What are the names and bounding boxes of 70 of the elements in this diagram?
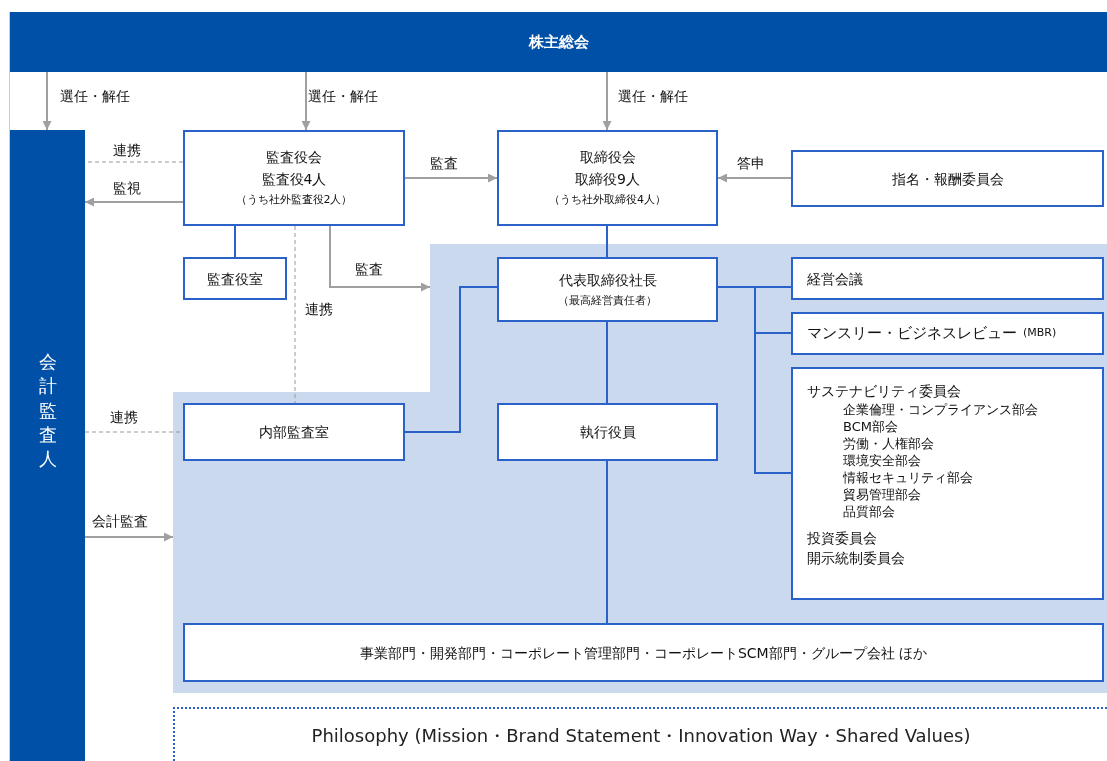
edge-label: 選任・解任 [618,87,688,106]
edge-label: 監査 [430,154,458,173]
connector-line [234,225,236,258]
node-label: 取締役会 [579,148,636,167]
org-box [183,257,287,300]
connector-line [404,286,498,433]
node-label: 監査役会 [266,148,322,167]
edge-label: 会計監査 [92,512,148,531]
connector-line [606,321,608,404]
node-label: 経営会議 [807,269,863,289]
node-label: 内部監査室 [259,423,329,442]
sub-committee-text: 労働・人権部会 [842,435,934,452]
edge-label: 連携 [305,300,333,319]
philosophy-text: Philosophy (Mission・Brand Statement・Innovation Way・Shared Values) [311,723,971,748]
connector-line [606,460,608,624]
sub-committee-text: BCM部会 [842,418,898,435]
arrow [84,532,174,542]
arrow [404,173,498,183]
arrow [602,71,612,131]
org-box [183,623,1104,682]
edge-label: 連携 [110,408,138,427]
region-background [173,244,1107,693]
edge-label: 連携 [113,141,141,160]
connector-line [606,225,608,258]
auditor-bar [10,130,85,761]
node-label: マンスリー・ビジネスレビュー [807,323,1017,345]
node-label: 取締役9人 [575,170,640,189]
node-label: 監査役室 [207,269,263,289]
note-text: （最高経営責任者） [558,292,657,309]
abbreviation-text: (MBR) [1023,325,1057,342]
org-box [791,312,1104,355]
org-box [497,130,718,226]
sub-committee-text: 貿易管理部会 [842,486,921,503]
dotted-box [173,707,1107,761]
edge-label: 監視 [113,179,141,198]
sub-committee-text: 環境安全部会 [842,452,921,469]
org-box [497,257,718,322]
org-box [183,130,405,226]
sub-committee-text: 企業倫理・コンプライアンス部会 [842,401,1038,418]
org-box [791,367,1104,600]
node-label: 代表取締役社長 [558,270,657,290]
committee-text: サステナビリティ委員会 [807,382,961,401]
org-box [183,403,405,461]
node-label: 指名・報酬委員会 [891,169,1004,189]
note-text: （うち社外監査役2人） [235,192,353,208]
edge-label: 監査 [355,260,383,279]
connector-line [717,286,792,474]
node-label: 執行役員 [579,423,636,442]
committee-text: 開示統制委員会 [807,549,905,568]
sub-committee-text: 品質部会 [842,503,895,520]
title-text: 株主総会 [528,31,589,53]
header-band [10,12,1107,72]
node-label: 監査役4人 [261,170,327,189]
edge-label: 選任・解任 [60,87,130,106]
arrow [717,173,792,183]
edge-label: 選任・解任 [308,87,378,106]
committee-text: 投資委員会 [807,529,877,548]
arrow [84,197,184,207]
dashed-line [294,225,296,404]
arrow [329,225,431,292]
sub-committee-text: 情報セキュリティ部会 [842,469,973,486]
org-box [497,403,718,461]
arrow [42,71,52,131]
node-label: 事業部門・開発部門・コーポレート管理部門・コーポレートSCM部門・グループ会社 ほか [359,643,928,663]
edge-label: 答申 [737,154,765,173]
org-box [791,150,1104,207]
vertical-text: 会計監査人 [38,350,57,472]
arrow [301,71,311,131]
org-box [791,257,1104,300]
note-text: （うち社外取締役4人） [549,192,666,208]
